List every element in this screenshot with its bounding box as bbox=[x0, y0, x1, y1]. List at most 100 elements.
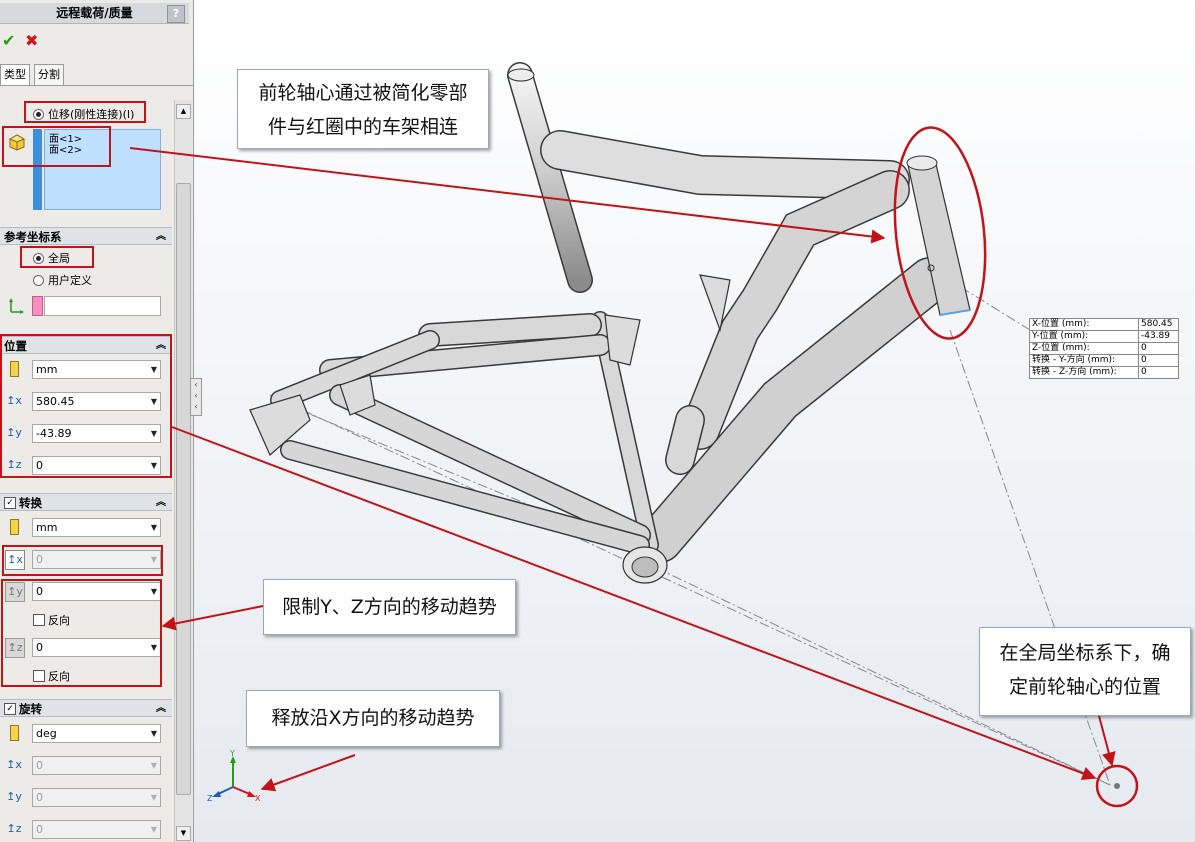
tab-split[interactable]: 分割 bbox=[34, 64, 64, 85]
position-x-value: 580.45 bbox=[36, 395, 75, 408]
scroll-down-arrow-icon[interactable]: ▼ bbox=[176, 826, 191, 841]
face-item-1[interactable]: 面<1> bbox=[49, 134, 83, 145]
position-y-input[interactable]: -43.89▼ bbox=[32, 424, 161, 443]
group-header-position[interactable]: 位置 ︽ bbox=[0, 336, 172, 354]
dropdown-arrow-icon: ▼ bbox=[150, 643, 157, 652]
axis-z-icon: ↥z bbox=[6, 458, 22, 471]
reverse-z-checkbox[interactable]: 反向 bbox=[33, 668, 70, 684]
translation-unit-select[interactable]: mm▼ bbox=[32, 518, 161, 537]
collapse-chevron-icon[interactable]: ︽ bbox=[156, 703, 166, 714]
coord-system-select-field[interactable] bbox=[44, 296, 161, 316]
dropdown-arrow-icon: ▼ bbox=[150, 397, 157, 406]
triad-y-label: Y bbox=[230, 749, 235, 758]
tab-type[interactable]: 类型 bbox=[0, 64, 30, 85]
dropdown-arrow-icon: ▼ bbox=[150, 523, 157, 532]
table-row: X-位置 (mm):580.45 bbox=[1029, 318, 1179, 331]
dropdown-arrow-icon: ▼ bbox=[150, 587, 157, 596]
reverse-y-checkbox[interactable]: 反向 bbox=[33, 612, 70, 628]
table-row: Z-位置 (mm):0 bbox=[1029, 342, 1179, 355]
axis-x-icon: ↥x bbox=[6, 394, 22, 407]
highlight-face-selection bbox=[2, 126, 111, 167]
unit-ruler-icon bbox=[10, 725, 19, 741]
translation-y-input[interactable]: 0▼ bbox=[32, 582, 161, 601]
rotation-unit-value: deg bbox=[36, 727, 57, 740]
radio-user-defined-label: 用户定义 bbox=[48, 274, 92, 287]
callout-release-x: 释放沿X方向的移动趋势 bbox=[246, 690, 500, 747]
ok-button[interactable]: ✔ bbox=[2, 31, 16, 50]
table-row: 转换 - Y-方向 (mm):0 bbox=[1029, 354, 1179, 367]
dropdown-arrow-icon: ▼ bbox=[150, 793, 157, 802]
callout-limit-yz: 限制Y、Z方向的移动趋势 bbox=[263, 579, 516, 635]
collapse-chevron-icon[interactable]: ︽ bbox=[156, 340, 166, 351]
property-manager: 远程载荷/质量 ? ✔ ✖ 类型 分割 位移(刚性连接)(I) 面<1> 面<2… bbox=[0, 0, 194, 842]
translation-x-input: 0▼ bbox=[32, 550, 161, 569]
remote-point-marker bbox=[1114, 783, 1120, 789]
collapse-chevron-icon[interactable]: ︽ bbox=[156, 231, 166, 242]
callout-line: 定前轮轴心的位置 bbox=[1008, 676, 1161, 698]
rotate-y-icon[interactable]: ↥y bbox=[6, 790, 22, 803]
rotation-checkbox[interactable]: ✓ bbox=[4, 702, 16, 715]
radio-global[interactable]: 全局 bbox=[33, 250, 70, 266]
group-header-rotation[interactable]: ✓旋转 ︽ bbox=[0, 699, 172, 717]
callout-global-position: 在全局坐标系下，确 定前轮轴心的位置 bbox=[979, 627, 1191, 716]
rotate-x-icon[interactable]: ↥x bbox=[6, 758, 22, 771]
highlight-translate-yz bbox=[1, 579, 162, 687]
radio-rigid-label: 位移(刚性连接)(I) bbox=[48, 108, 135, 121]
highlight-translate-x bbox=[2, 545, 163, 576]
scroll-up-arrow-icon[interactable]: ▲ bbox=[176, 104, 191, 119]
rotate-z-icon[interactable]: ↥z bbox=[6, 822, 22, 835]
table-value: 0 bbox=[1138, 366, 1179, 379]
rotation-x-value: 0 bbox=[36, 759, 43, 772]
dropdown-arrow-icon: ▼ bbox=[150, 825, 157, 834]
radio-rigid-connection[interactable]: 位移(刚性连接)(I) bbox=[33, 106, 134, 122]
position-unit-select[interactable]: mm▼ bbox=[32, 360, 161, 379]
position-z-input[interactable]: 0▼ bbox=[32, 456, 161, 475]
ref-coord-title: 参考坐标系 bbox=[4, 230, 62, 244]
axis-y-icon: ↥y bbox=[6, 426, 22, 439]
table-label: Z-位置 (mm): bbox=[1029, 342, 1139, 355]
translate-z-toggle-icon[interactable]: ↥z bbox=[5, 638, 25, 658]
group-header-ref-coord[interactable]: 参考坐标系 ︽ bbox=[0, 227, 172, 245]
coord-system-icon bbox=[7, 297, 25, 315]
rotation-y-value: 0 bbox=[36, 791, 43, 804]
axis-triad bbox=[212, 756, 256, 797]
highlight-global-option bbox=[20, 246, 94, 268]
pm-title: 远程载荷/质量 ? bbox=[0, 3, 189, 24]
translate-y-toggle-icon[interactable]: ↥y bbox=[5, 582, 25, 602]
group-header-translation[interactable]: ✓转换 ︽ bbox=[0, 493, 172, 511]
dropdown-arrow-icon: ▼ bbox=[150, 761, 157, 770]
rotation-y-input: 0▼ bbox=[32, 788, 161, 807]
translation-z-value: 0 bbox=[36, 641, 43, 654]
translation-checkbox[interactable]: ✓ bbox=[4, 496, 16, 509]
highlight-rigid-connection bbox=[24, 101, 146, 123]
position-z-value: 0 bbox=[36, 459, 43, 472]
radio-dot bbox=[33, 108, 44, 120]
reverse-y-label: 反向 bbox=[48, 614, 70, 627]
collapse-chevron-icon[interactable]: ︽ bbox=[156, 497, 166, 508]
rotation-unit-select[interactable]: deg ▼ bbox=[32, 724, 161, 743]
face-cube-icon bbox=[8, 133, 26, 151]
dropdown-arrow-icon: ▼ bbox=[150, 729, 157, 738]
radio-global-label: 全局 bbox=[48, 252, 70, 265]
face-selection-list[interactable]: 面<1> 面<2> bbox=[44, 129, 161, 210]
reverse-z-label: 反向 bbox=[48, 670, 70, 683]
scrollbar-thumb[interactable] bbox=[176, 183, 191, 795]
callout-line: 在全局坐标系下，确 bbox=[999, 642, 1171, 664]
table-value: 0 bbox=[1138, 354, 1179, 367]
translation-z-input[interactable]: 0▼ bbox=[32, 638, 161, 657]
translation-title: 转换 bbox=[19, 496, 42, 510]
radio-dot bbox=[33, 274, 44, 286]
table-row: 转换 - Z-方向 (mm):0 bbox=[1029, 366, 1179, 379]
highlight-position-group bbox=[0, 334, 172, 478]
cancel-button[interactable]: ✖ bbox=[25, 31, 39, 50]
rotation-z-value: 0 bbox=[36, 823, 43, 836]
callout-front-axle-connection: 前轮轴心通过被简化零部 件与红圈中的车架相连 bbox=[237, 69, 489, 149]
face-item-2[interactable]: 面<2> bbox=[49, 145, 83, 156]
radio-user-defined[interactable]: 用户定义 bbox=[33, 272, 92, 288]
table-label: 转换 - Y-方向 (mm): bbox=[1029, 354, 1139, 367]
panel-collapse-handle[interactable]: ‹‹‹ bbox=[190, 378, 202, 416]
help-button[interactable]: ? bbox=[167, 5, 185, 23]
translate-x-toggle-icon[interactable]: ↥x bbox=[5, 550, 25, 570]
pink-selection-swatch bbox=[32, 296, 43, 316]
position-x-input[interactable]: 580.45 ▼ bbox=[32, 392, 161, 411]
